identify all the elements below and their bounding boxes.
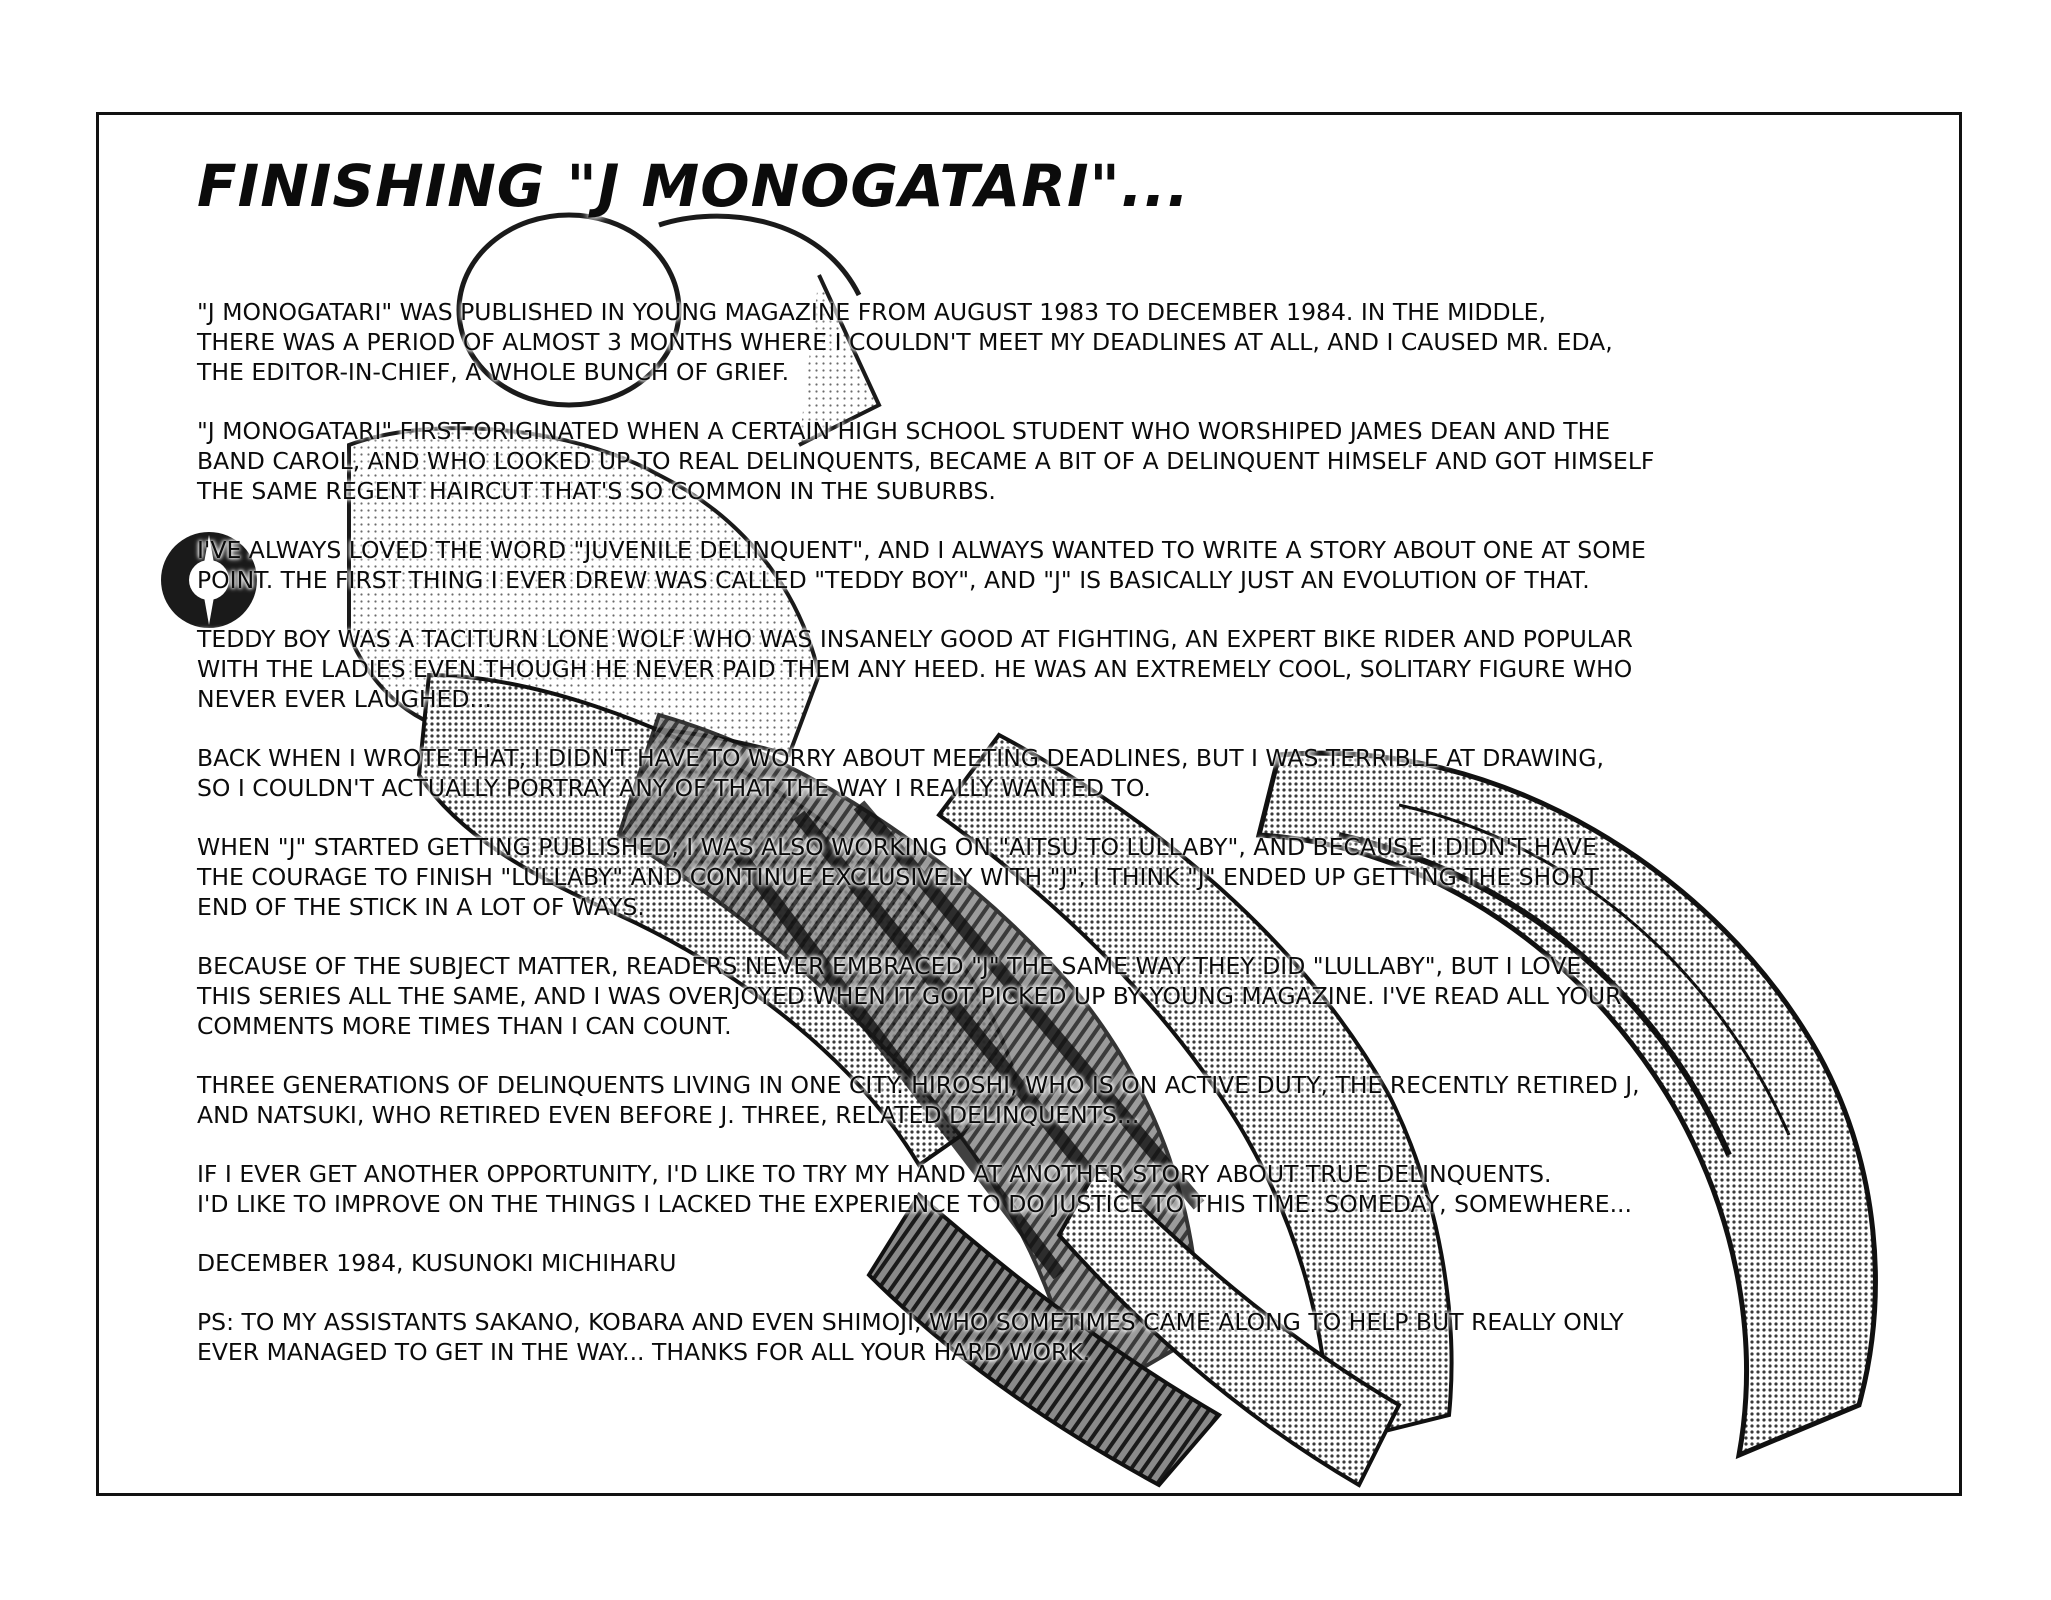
postscript: PS: TO MY ASSISTANTS SAKANO, KOBARA AND … — [197, 1307, 1624, 1366]
paragraph-origin: "J MONOGATARI" FIRST ORIGINATED WHEN A C… — [197, 416, 1655, 505]
wheel-hub-graphic — [161, 532, 257, 628]
motorcycle-body-graphic — [347, 426, 1454, 1448]
rider-helmet-graphic — [456, 212, 882, 447]
paragraph-generations: THREE GENERATIONS OF DELINQUENTS LIVING … — [197, 1070, 1640, 1129]
paragraph-future: IF I EVER GET ANOTHER OPPORTUNITY, I'D L… — [197, 1159, 1632, 1218]
afterword-text: FINISHING "J MONOGATARI"... "J MONOGATAR… — [197, 152, 1897, 1396]
paragraph-teddy-boy: TEDDY BOY WAS A TACITURN LONE WOLF WHO W… — [197, 624, 1633, 713]
paragraph-readers: BECAUSE OF THE SUBJECT MATTER, READERS N… — [197, 951, 1622, 1040]
exhaust-pipe-graphic — [866, 1161, 1402, 1488]
signature: DECEMBER 1984, KUSUNOKI MICHIHARU — [197, 1248, 677, 1277]
page-title: FINISHING "J MONOGATARI"... — [197, 152, 1190, 220]
paragraph-juvenile-delinquent: I'VE ALWAYS LOVED THE WORD "JUVENILE DEL… — [197, 535, 1646, 594]
manga-panel: FINISHING "J MONOGATARI"... "J MONOGATAR… — [96, 112, 1962, 1496]
paragraph-lullaby: WHEN "J" STARTED GETTING PUBLISHED, I WA… — [197, 832, 1599, 921]
motorcycle-rider-illustration — [161, 212, 1878, 1488]
rear-tire-graphic — [1255, 750, 1878, 1460]
paragraph-drawing: BACK WHEN I WROTE THAT, I DIDN'T HAVE TO… — [197, 743, 1604, 802]
paragraph-publication: "J MONOGATARI" WAS PUBLISHED IN YOUNG MA… — [197, 297, 1613, 386]
